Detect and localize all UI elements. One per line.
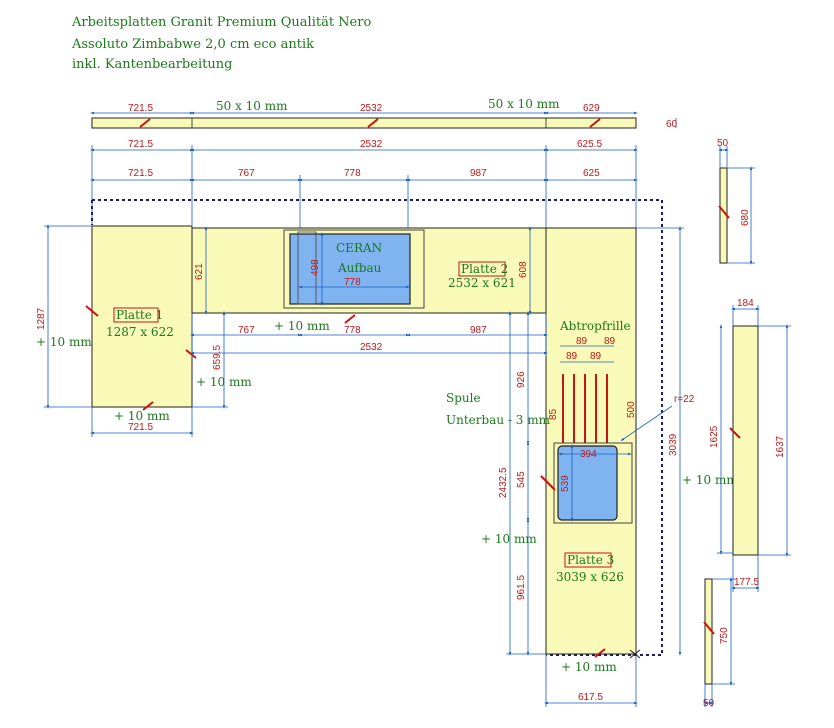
side-c-height: 750 xyxy=(719,627,730,644)
corner-radius: r=22 xyxy=(674,394,695,405)
row3-dim-2: 767 xyxy=(238,168,255,179)
platte-3-plus-right: + 10 mm xyxy=(682,473,738,487)
header-line-3: inkl. Kantenbearbeitung xyxy=(72,57,232,72)
row2-dim-3: 625.5 xyxy=(577,139,602,150)
platte-3-label: Platte 3 xyxy=(567,553,614,567)
platte-2-dim-767: 767 xyxy=(238,325,255,336)
sink-offset: 85 xyxy=(548,408,559,420)
ceran-height: 498 xyxy=(310,259,321,276)
strip-dim-4: 60 xyxy=(666,119,678,130)
platte-1-inner: 659.5 xyxy=(212,345,223,370)
strip-dim-3: 629 xyxy=(583,103,600,114)
groove-dim-4: 89 xyxy=(590,351,602,362)
platte-2-total: 2532 xyxy=(360,342,383,353)
platte-2-size: 2532 x 621 xyxy=(448,276,516,290)
platte-1-height: 1287 xyxy=(36,307,47,330)
ceran-cooktop xyxy=(289,233,411,305)
row3-dim-1: 721.5 xyxy=(128,168,153,179)
groove-dim-2: 89 xyxy=(604,336,616,347)
platte-2-label: Platte 2 xyxy=(461,262,508,276)
sink-width: 394 xyxy=(580,449,597,460)
platte-3-height: 3039 xyxy=(668,433,679,456)
sink-height: 539 xyxy=(560,475,571,492)
platte-3-dim-926: 926 xyxy=(516,371,527,388)
row3-dim-5: 625 xyxy=(583,168,600,179)
groove-dim-3: 89 xyxy=(566,351,578,362)
side-b-bottom: 177.5 xyxy=(734,577,759,588)
platte-2-dim-987: 987 xyxy=(470,325,487,336)
ceran-width: 778 xyxy=(344,277,361,288)
drain-grooves xyxy=(562,374,608,443)
row2-dim-1: 721.5 xyxy=(128,139,153,150)
strip-note-2: 50 x 10 mm xyxy=(488,97,560,111)
platte-3-plus-bottom: + 10 mm xyxy=(561,660,617,674)
platte-2-right-height: 608 xyxy=(518,261,529,278)
platte-3-dim-545: 545 xyxy=(516,471,527,488)
side-a-width: 50 xyxy=(717,138,729,149)
side-b-width: 184 xyxy=(737,298,754,309)
platte-3-slab xyxy=(545,227,637,655)
abtropfrille-label: Abtropfrille xyxy=(559,319,631,333)
side-a-height: 680 xyxy=(740,209,751,226)
spule-label-2: Unterbau - 3 mm xyxy=(446,413,551,427)
platte-3-bottom: 617.5 xyxy=(578,692,603,703)
side-b-right-height: 1637 xyxy=(775,435,786,458)
strip-dim-2: 2532 xyxy=(360,103,383,114)
platte-1-size: 1287 x 622 xyxy=(106,325,174,339)
platte-1-plus-bottom: + 10 mm xyxy=(114,409,170,423)
strip-note-1: 50 x 10 mm xyxy=(216,99,288,113)
platte-3-size: 3039 x 626 xyxy=(556,570,624,584)
groove-dim-1: 89 xyxy=(576,336,588,347)
row3-dim-3: 778 xyxy=(344,168,361,179)
ceran-label-1: CERAN xyxy=(336,241,382,255)
header-line-1: Arbeitsplatten Granit Premium Qualität N… xyxy=(71,15,371,30)
platte-2-plus: + 10 mm xyxy=(274,319,330,333)
platte-3-dim-961: 961.5 xyxy=(516,575,527,600)
row3-dim-4: 987 xyxy=(470,168,487,179)
platte-1-plus-left: + 10 mm xyxy=(36,335,92,349)
platte-1-bottom: 721.5 xyxy=(128,422,153,433)
platte-1-slab xyxy=(91,225,193,408)
header-line-2: Assoluto Zimbabwe 2,0 cm eco antik xyxy=(71,37,314,52)
segment-dimension-row xyxy=(90,145,638,230)
spule-label-1: Spule xyxy=(446,391,481,405)
ceran-label-2: Aufbau xyxy=(337,261,382,275)
platte-3-plus-left: + 10 mm xyxy=(481,532,537,546)
row2-dim-2: 2532 xyxy=(360,139,383,150)
top-edge-strip xyxy=(90,111,677,129)
groove-length: 500 xyxy=(626,401,637,418)
platte-3-dim-2432: 2432.5 xyxy=(498,467,509,498)
side-piece-b xyxy=(732,325,759,556)
platte-2-left-height: 621 xyxy=(194,263,205,280)
strip-dim-1: 721.5 xyxy=(128,103,153,114)
side-c-width: 50 xyxy=(703,698,715,709)
platte-2-dim-778: 778 xyxy=(344,325,361,336)
platte-1-label: Platte 1 xyxy=(116,308,163,322)
wall-outline xyxy=(92,199,663,656)
side-b-left-height: 1625 xyxy=(709,425,720,448)
